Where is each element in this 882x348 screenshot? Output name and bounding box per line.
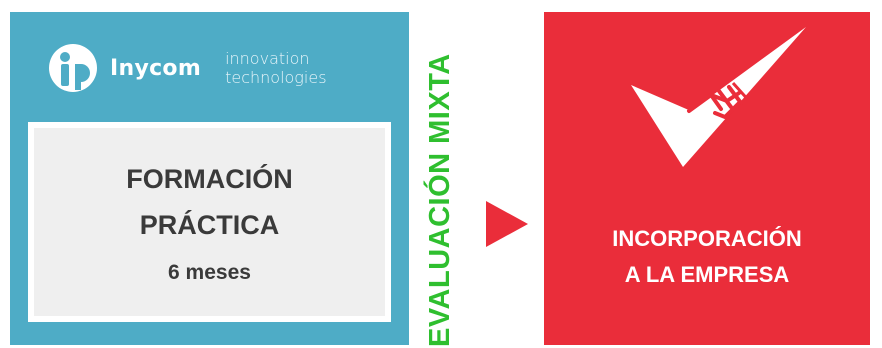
training-title-line2: PRÁCTICA [139, 210, 280, 240]
hiring-title-line1: INCORPORACIÓN [612, 226, 802, 251]
hiring-card: INCORPORACIÓN A LA EMPRESA [544, 12, 870, 345]
training-title: FORMACIÓN PRÁCTICA [34, 156, 385, 248]
hiring-title: INCORPORACIÓN A LA EMPRESA [544, 221, 870, 293]
training-duration: 6 meses [168, 261, 251, 284]
triangle-right-icon [486, 201, 528, 247]
hiring-title-line2: A LA EMPRESA [624, 262, 790, 287]
logo-name: Inycom [110, 55, 202, 81]
inycom-logo: Inycom innovation technologies [48, 38, 327, 98]
logo-tagline-line2: technologies [225, 68, 327, 87]
training-box: FORMACIÓN PRÁCTICA 6 meses [28, 122, 391, 322]
logo-tagline-line1: innovation [225, 49, 310, 68]
logo-tagline: innovation technologies [225, 49, 326, 87]
handshake-check-icon [631, 27, 806, 167]
evaluation-label: EVALUACIÓN MIXTA [424, 53, 456, 347]
training-card: Inycom innovation technologies FORMACIÓN… [10, 12, 409, 345]
training-title-line1: FORMACIÓN [126, 164, 293, 194]
inycom-logo-icon [49, 44, 97, 92]
